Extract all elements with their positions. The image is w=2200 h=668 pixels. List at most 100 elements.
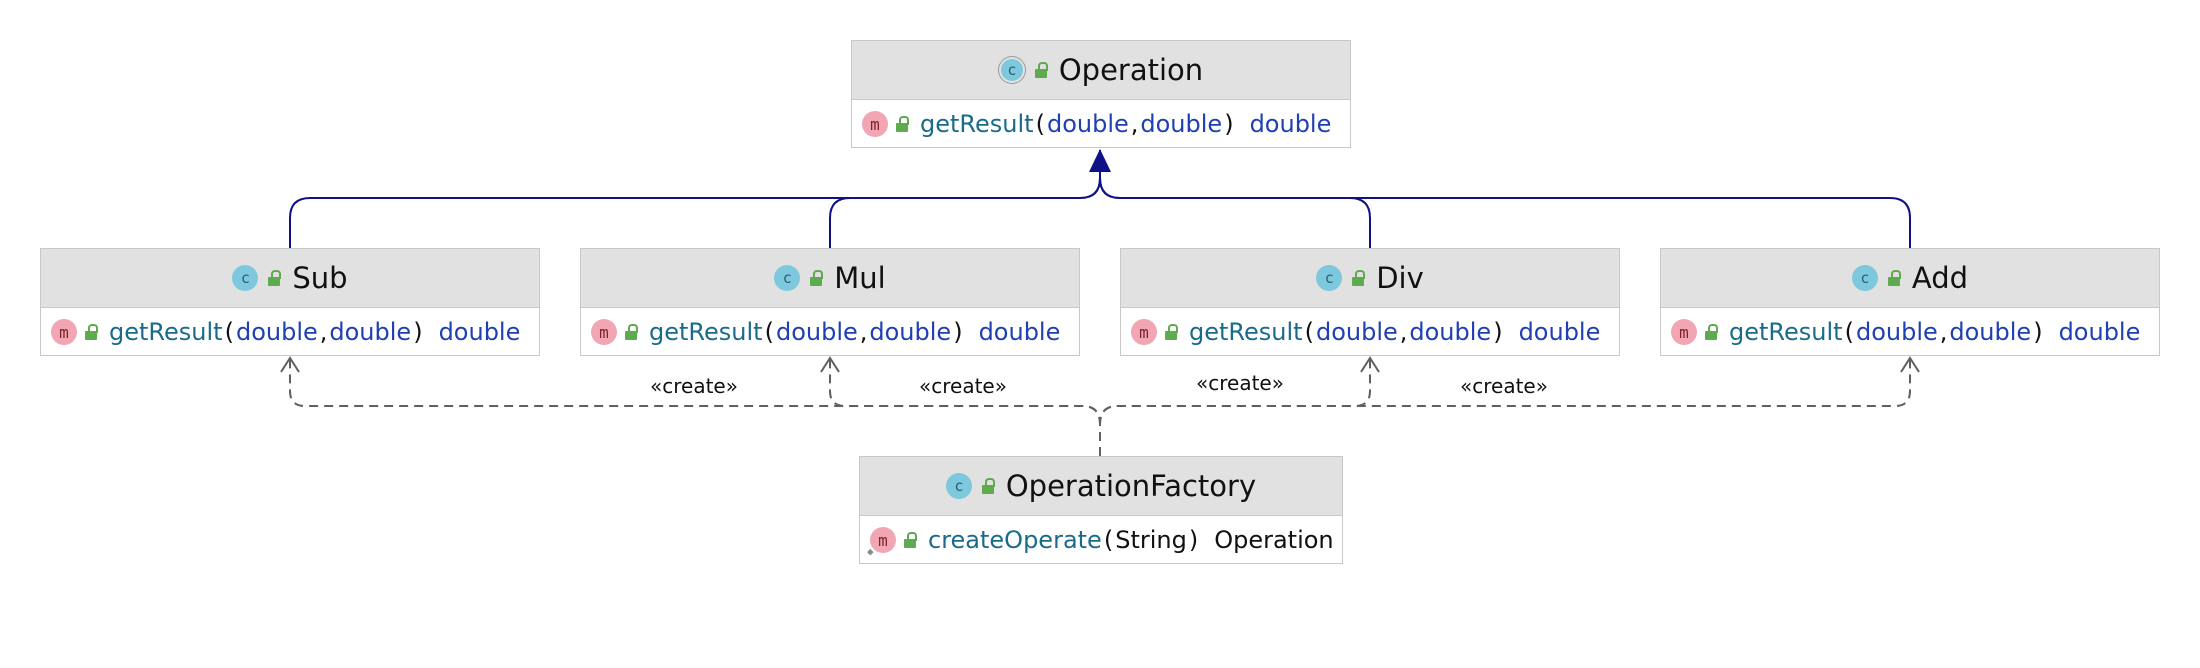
method-row[interactable]: m getResult ( double , double ) double bbox=[581, 308, 1079, 356]
return-type: double bbox=[1249, 110, 1332, 138]
class-operation-factory[interactable]: c OperationFactory m◆ createOperate ( St… bbox=[859, 456, 1343, 564]
param-type: double bbox=[1409, 318, 1492, 346]
param-type: String bbox=[1115, 526, 1187, 554]
param-separator: , bbox=[319, 318, 328, 346]
create-edge-sub[interactable] bbox=[289, 359, 1101, 456]
create-arrowhead-sub bbox=[280, 356, 300, 373]
method-name: getResult bbox=[920, 110, 1034, 138]
create-arrowhead-add bbox=[1900, 356, 1920, 373]
method-icon: m bbox=[1671, 319, 1697, 345]
class-header: c Mul bbox=[581, 249, 1079, 308]
method-row[interactable]: m getResult ( double , double ) double bbox=[1661, 308, 2159, 356]
class-name: Div bbox=[1376, 261, 1424, 295]
create-edge-div[interactable] bbox=[1099, 359, 1371, 456]
class-icon: c bbox=[945, 473, 972, 499]
class-name: OperationFactory bbox=[1005, 469, 1257, 503]
class-icon: c bbox=[998, 57, 1025, 83]
public-lock-icon bbox=[268, 270, 282, 286]
public-lock-icon bbox=[1352, 270, 1366, 286]
return-type: double bbox=[978, 318, 1061, 346]
inheritance-arrowhead bbox=[1089, 149, 1111, 172]
public-lock-icon bbox=[1165, 324, 1178, 340]
paren-open: ( bbox=[1844, 318, 1854, 346]
class-name: Add bbox=[1911, 261, 1969, 295]
class-header: c Sub bbox=[41, 249, 539, 308]
class-mul[interactable]: c Mul m getResult ( double , double ) do… bbox=[580, 248, 1080, 356]
public-lock-icon bbox=[1887, 270, 1901, 286]
class-header: c Add bbox=[1661, 249, 2159, 308]
param-separator: , bbox=[1939, 318, 1948, 346]
create-label-add: «create» bbox=[1460, 374, 1548, 398]
return-type: double bbox=[2058, 318, 2141, 346]
paren-open: ( bbox=[1103, 526, 1114, 554]
param-type: double bbox=[1855, 318, 1938, 346]
create-edge-add[interactable] bbox=[1099, 359, 1911, 456]
param-separator: , bbox=[859, 318, 868, 346]
method-name: getResult bbox=[649, 318, 763, 346]
param-type: double bbox=[1949, 318, 2032, 346]
paren-open: ( bbox=[1035, 110, 1045, 138]
inheritance-edge-mul[interactable] bbox=[829, 150, 1101, 248]
create-edge-mul[interactable] bbox=[829, 359, 1101, 456]
public-lock-icon bbox=[1034, 62, 1048, 78]
method-icon-letter: m bbox=[878, 530, 888, 550]
method-name: getResult bbox=[1729, 318, 1843, 346]
paren-close: ) bbox=[1224, 110, 1234, 138]
method-row[interactable]: m getResult ( double , double ) double bbox=[41, 308, 539, 356]
class-icon: c bbox=[232, 265, 259, 291]
class-operation[interactable]: c Operation m getResult ( double , doubl… bbox=[851, 40, 1351, 148]
method-name: getResult bbox=[1189, 318, 1303, 346]
public-lock-icon bbox=[625, 324, 638, 340]
param-type: double bbox=[329, 318, 412, 346]
create-arrowhead-div bbox=[1360, 356, 1380, 373]
param-type: double bbox=[869, 318, 952, 346]
paren-close: ) bbox=[953, 318, 963, 346]
class-name: Sub bbox=[292, 261, 348, 295]
paren-open: ( bbox=[764, 318, 774, 346]
method-icon: m bbox=[51, 319, 77, 345]
return-type: double bbox=[438, 318, 521, 346]
create-arrowhead-mul bbox=[820, 356, 840, 373]
public-lock-icon bbox=[1705, 324, 1718, 340]
create-label-sub: «create» bbox=[650, 374, 738, 398]
public-lock-icon bbox=[810, 270, 824, 286]
class-add[interactable]: c Add m getResult ( double , double ) do… bbox=[1660, 248, 2160, 356]
method-name: getResult bbox=[109, 318, 223, 346]
method-row[interactable]: m getResult ( double , double ) double bbox=[1121, 308, 1619, 356]
paren-close: ) bbox=[413, 318, 423, 346]
class-header: c OperationFactory bbox=[860, 457, 1342, 516]
inheritance-edge-add[interactable] bbox=[1099, 150, 1911, 248]
class-icon: c bbox=[1851, 265, 1878, 291]
paren-close: ) bbox=[2033, 318, 2043, 346]
paren-close: ) bbox=[1188, 526, 1199, 554]
return-type: double bbox=[1518, 318, 1601, 346]
param-type: double bbox=[235, 318, 318, 346]
method-name: createOperate bbox=[928, 526, 1102, 554]
public-lock-icon bbox=[981, 478, 995, 494]
static-pin-icon: ◆ bbox=[867, 545, 874, 558]
create-label-div: «create» bbox=[1196, 371, 1284, 395]
method-icon: m bbox=[1131, 319, 1157, 345]
paren-open: ( bbox=[224, 318, 234, 346]
method-row[interactable]: m◆ createOperate ( String ) Operation bbox=[860, 516, 1342, 564]
public-lock-icon bbox=[896, 116, 909, 132]
class-header: c Operation bbox=[852, 41, 1350, 100]
param-type: double bbox=[1315, 318, 1398, 346]
class-name: Mul bbox=[834, 261, 886, 295]
class-header: c Div bbox=[1121, 249, 1619, 308]
public-lock-icon bbox=[85, 324, 98, 340]
method-icon: m bbox=[591, 319, 617, 345]
static-method-icon: m◆ bbox=[867, 527, 896, 558]
method-row[interactable]: m getResult ( double , double ) double bbox=[852, 100, 1350, 148]
param-type: double bbox=[1046, 110, 1129, 138]
class-sub[interactable]: c Sub m getResult ( double , double ) do… bbox=[40, 248, 540, 356]
class-div[interactable]: c Div m getResult ( double , double ) do… bbox=[1120, 248, 1620, 356]
param-separator: , bbox=[1130, 110, 1139, 138]
method-icon: m bbox=[862, 111, 888, 137]
paren-close: ) bbox=[1493, 318, 1503, 346]
param-separator: , bbox=[1399, 318, 1408, 346]
class-icon: c bbox=[774, 265, 801, 291]
param-type: double bbox=[1140, 110, 1223, 138]
class-icon: c bbox=[1316, 265, 1343, 291]
